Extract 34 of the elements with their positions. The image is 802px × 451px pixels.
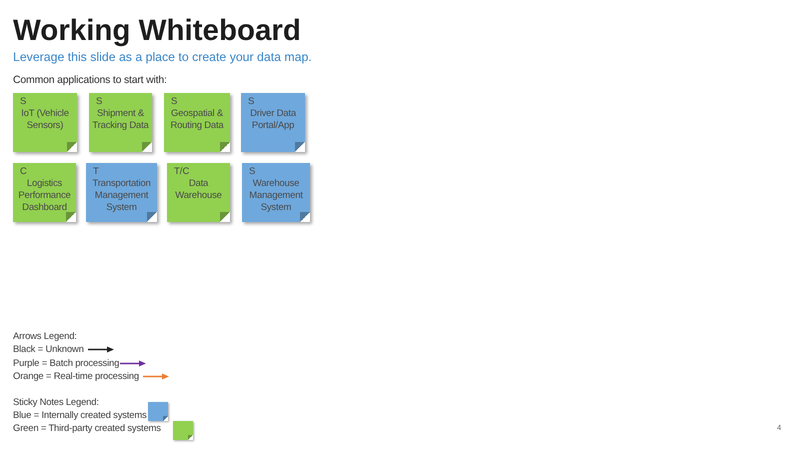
note-text: IoT (Vehicle Sensors) xyxy=(20,108,70,132)
sticky-note xyxy=(13,93,77,152)
note-text: Logistics Performance Dashboard xyxy=(17,178,72,214)
note-code: S xyxy=(96,96,102,108)
subtitle: Leverage this slide as a place to create your data map. xyxy=(13,50,312,65)
sticky-note xyxy=(89,93,152,152)
sticky-note xyxy=(167,163,230,222)
note-text: Transportation Management System xyxy=(91,178,152,214)
note-code: S xyxy=(248,96,254,108)
title: Working Whiteboard xyxy=(13,13,301,49)
sticky-note xyxy=(86,163,157,222)
legend-text: Blue = Internally created systems xyxy=(13,410,147,421)
note-text: Driver Data Portal/App xyxy=(249,108,298,132)
sticky-note xyxy=(242,163,310,222)
legend-text: Purple = Batch processing xyxy=(13,358,120,369)
legend-text: Orange = Real-time processing xyxy=(13,371,139,382)
note-code: T xyxy=(93,166,99,178)
sticky-note xyxy=(241,93,305,152)
section-heading: Common applications to start with: xyxy=(13,74,167,87)
sticky-note xyxy=(13,163,76,222)
note-code: C xyxy=(20,166,27,178)
legend-text: Black = Unknown xyxy=(13,344,84,355)
note-text: Warehouse Management System xyxy=(248,178,304,214)
legend-heading: Arrows Legend: xyxy=(13,330,77,343)
legend-heading: Sticky Notes Legend: xyxy=(13,396,99,409)
note-text: Geospatial & Routing Data xyxy=(169,108,225,132)
legend-text: Green = Third-party created systems xyxy=(13,423,161,434)
note-code: T/C xyxy=(174,166,190,178)
note-text: Data Warehouse xyxy=(174,178,223,202)
note-code: S xyxy=(249,166,256,178)
note-text: Shipment & Tracking Data xyxy=(91,108,150,132)
note-code: S xyxy=(20,96,26,108)
sticky-note xyxy=(164,93,230,152)
note-code: S xyxy=(171,96,178,108)
